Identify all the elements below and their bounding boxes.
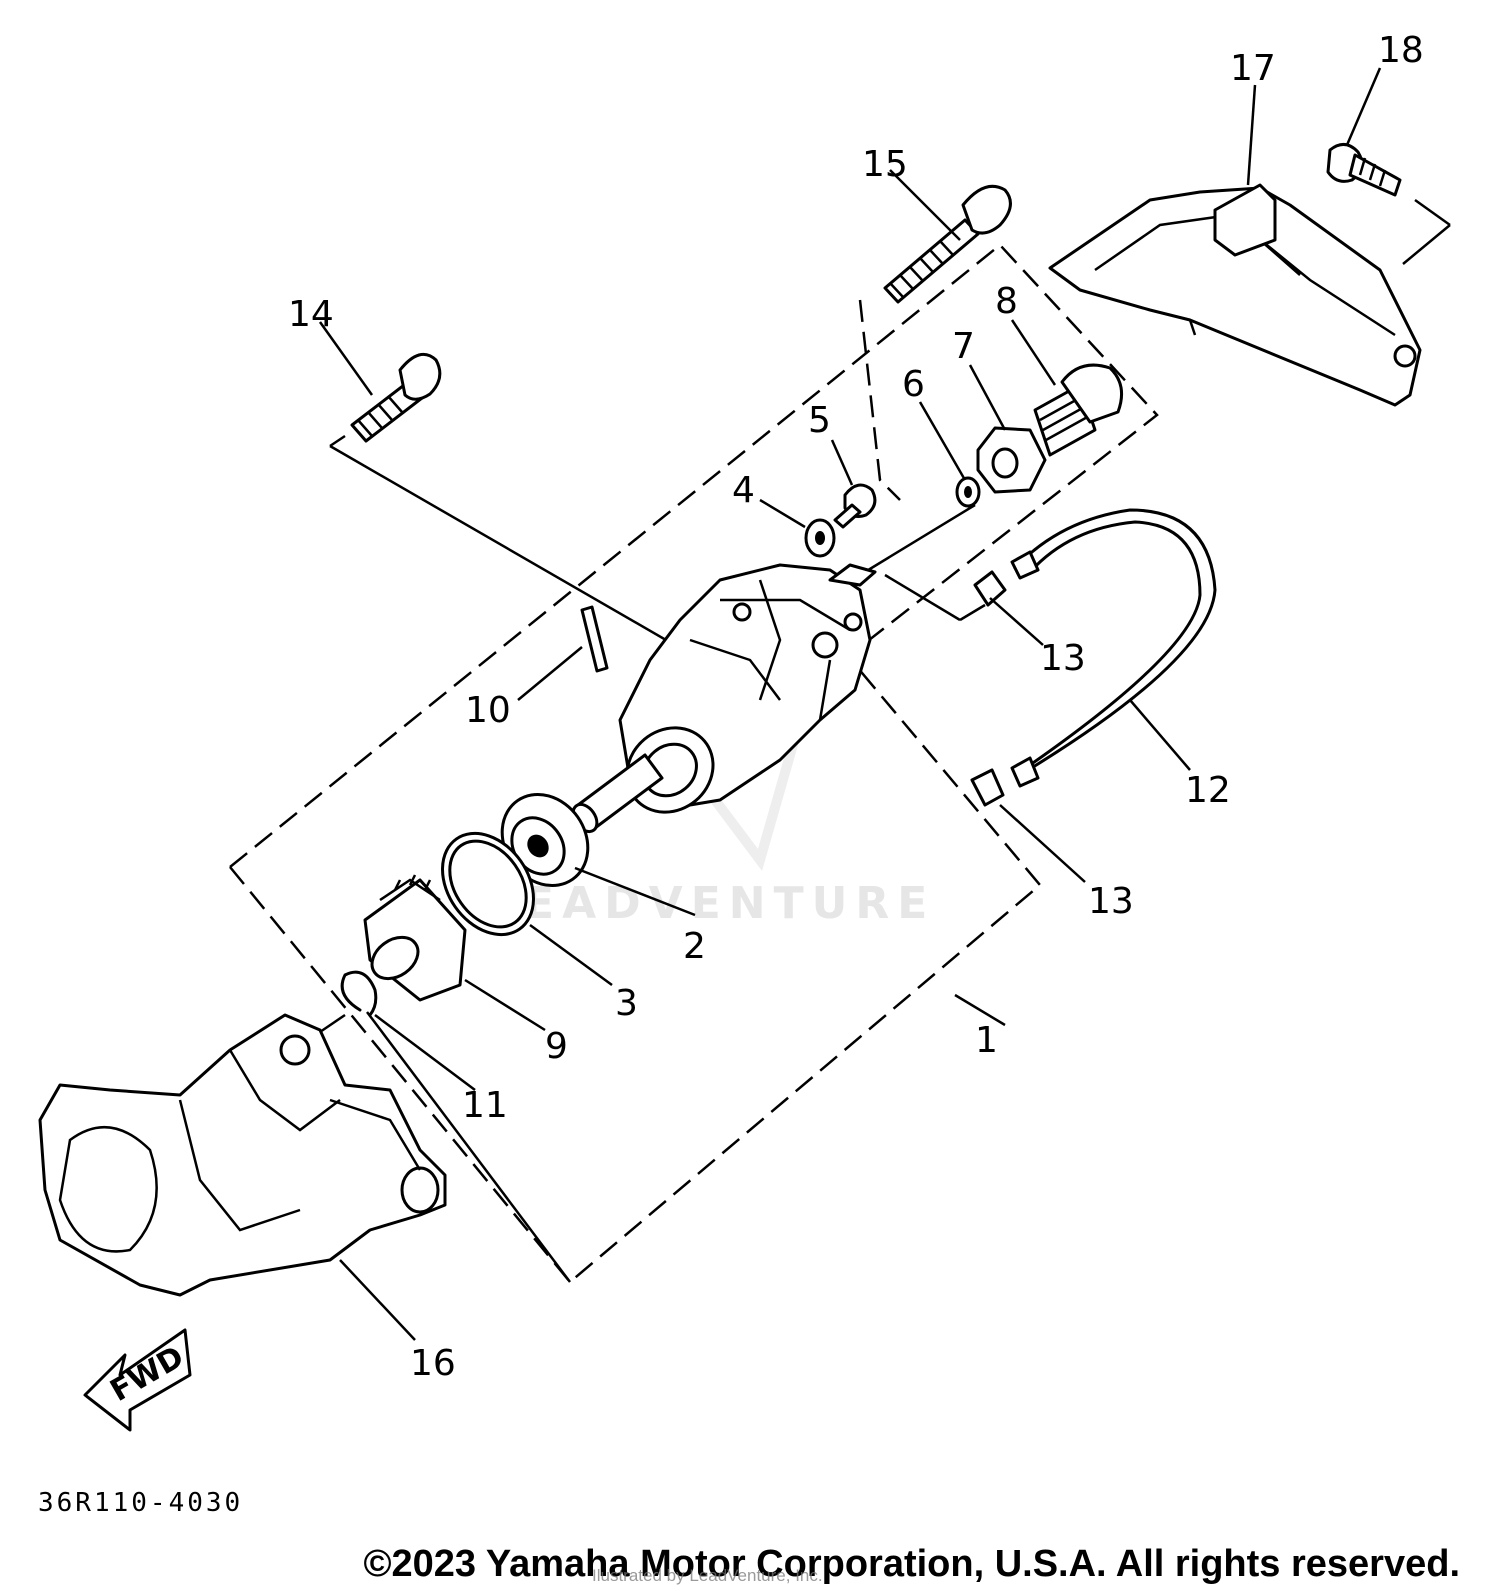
callout-16: 16 [410,1343,456,1384]
part-12-hose [1010,508,1217,788]
callout-17: 17 [1230,48,1276,89]
part-6-washer [955,476,981,508]
callout-5: 5 [808,400,831,441]
part-1-pump-body [618,563,877,814]
part-14-bolt [350,352,442,443]
callout-2: 2 [683,926,706,967]
part-9-gear [363,874,467,1002]
part-8-plug [1033,363,1124,457]
callout-11: 11 [462,1085,508,1126]
part-7-nut [976,426,1047,494]
copyright-notice: ©2023 Yamaha Motor Corporation, U.S.A. A… [363,1543,1460,1585]
part-15-bolt [883,184,1012,304]
part-5-bolt [833,483,877,529]
watermark-text: LEADVENTURE [488,878,935,929]
part-16-housing [38,1013,447,1297]
callout-leaders [318,67,1382,1341]
diagram-reference-code: 36R110-4030 [38,1488,244,1518]
part-13-clamp-upper [973,570,1007,607]
part-13-clamp-lower [970,768,1005,807]
fwd-arrow: FWD [83,1328,192,1432]
callout-3: 3 [615,983,638,1024]
callout-6: 6 [902,364,925,405]
callout-18: 18 [1378,30,1424,71]
callout-1: 1 [975,1020,998,1061]
callout-8: 8 [995,281,1018,322]
callout-4: 4 [732,470,755,511]
callout-9: 9 [545,1026,568,1067]
part-3-oring [441,831,535,937]
part-17-cover [1048,183,1422,407]
assembly-outline [229,243,1159,1284]
callout-13-lower: 13 [1088,881,1134,922]
callout-12: 12 [1185,770,1231,811]
site-overlay-text: Ilustrated by LeadVenture, Inc. [592,1566,823,1585]
part-18-screw [1326,143,1402,197]
part-11-circlip [340,970,378,1017]
callouts: 1 2 3 4 5 6 7 8 9 10 11 12 13 13 14 15 1… [288,30,1424,1384]
callout-10: 10 [465,690,511,731]
callout-13-upper: 13 [1040,638,1086,679]
callout-14: 14 [288,294,334,335]
callout-7: 7 [952,326,975,367]
callout-15: 15 [862,144,908,185]
part-10-pin [580,605,609,673]
part-4-washer [804,518,836,558]
